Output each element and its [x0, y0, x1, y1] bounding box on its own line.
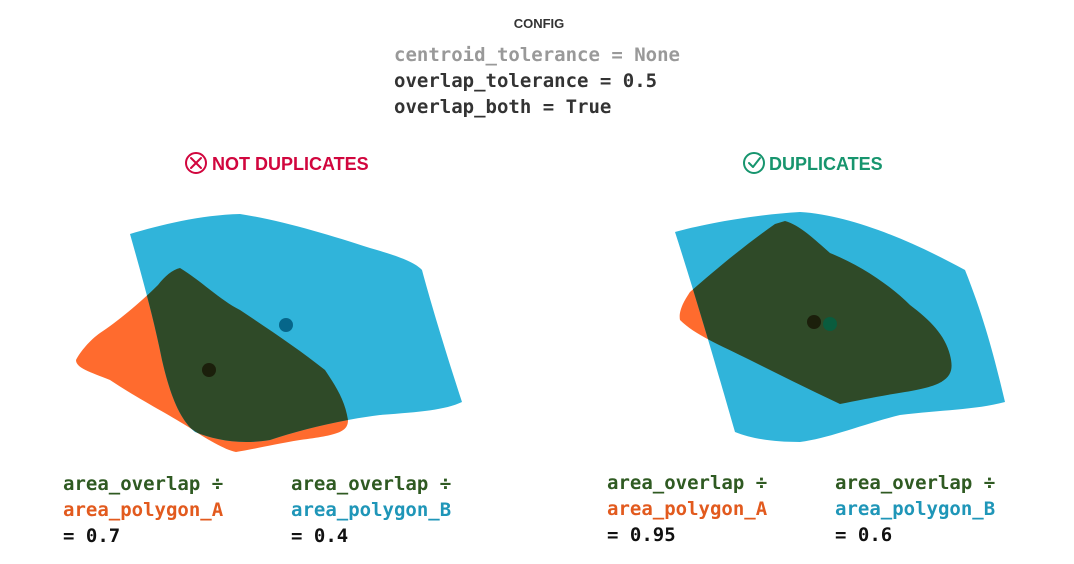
left-formula-a: area_overlap ÷ area_polygon_A = 0.7 — [63, 473, 224, 547]
verdict-duplicates: DUPLICATES — [769, 154, 883, 174]
x-circle-icon — [185, 152, 207, 174]
formula-denominator: area_polygon_A — [607, 498, 768, 520]
formula-denominator: area_polygon_B — [835, 498, 995, 520]
formula-numerator: area_overlap ÷ — [835, 472, 995, 494]
formula-result: = 0.7 — [63, 525, 120, 547]
centroid-a-left — [202, 363, 216, 377]
formula-denominator: area_polygon_B — [291, 499, 451, 521]
formula-result: = 0.6 — [835, 524, 892, 546]
formula-denominator: area_polygon_A — [63, 499, 224, 521]
config-title: CONFIG — [514, 16, 565, 31]
centroid-b-left — [279, 318, 293, 332]
right-diagram — [675, 212, 1005, 442]
right-formula-a: area_overlap ÷ area_polygon_A = 0.95 — [607, 472, 768, 546]
left-diagram — [76, 214, 462, 452]
config-line-overlap-tolerance: overlap_tolerance = 0.5 — [394, 70, 657, 92]
centroid-b-right — [823, 317, 837, 331]
check-circle-icon — [743, 152, 765, 174]
formula-numerator: area_overlap ÷ — [291, 473, 451, 495]
left-formula-b: area_overlap ÷ area_polygon_B = 0.4 — [291, 473, 451, 547]
config-line-centroid-tolerance: centroid_tolerance = None — [394, 44, 680, 66]
right-formula-b: area_overlap ÷ area_polygon_B = 0.6 — [835, 472, 995, 546]
formula-result: = 0.4 — [291, 525, 348, 547]
formula-numerator: area_overlap ÷ — [607, 472, 767, 494]
centroid-a-right — [807, 315, 821, 329]
formula-result: = 0.95 — [607, 524, 676, 546]
verdict-not-duplicates: NOT DUPLICATES — [212, 154, 369, 174]
config-line-overlap-both: overlap_both = True — [394, 96, 611, 118]
formula-numerator: area_overlap ÷ — [63, 473, 223, 495]
